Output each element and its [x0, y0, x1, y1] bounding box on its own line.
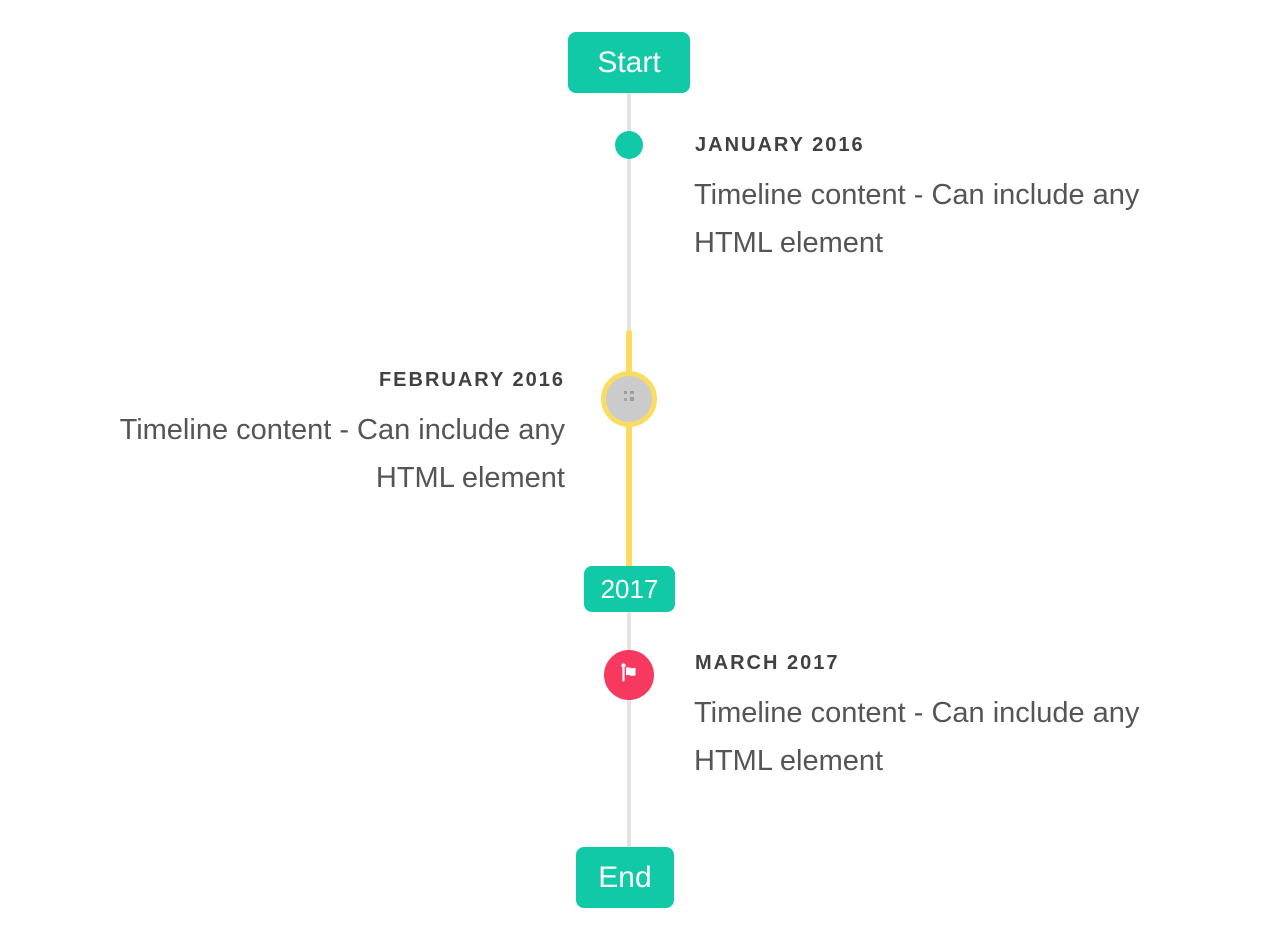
- event-title-january-2016: JANUARY 2016: [695, 134, 865, 156]
- year-badge: 2017: [584, 566, 675, 612]
- event-marker-image-circle: [601, 371, 657, 427]
- end-button[interactable]: End: [576, 847, 674, 908]
- event-content-january-2016: Timeline content - Can include any HTML …: [694, 179, 1140, 259]
- broken-image-icon: [621, 389, 638, 409]
- timeline-line-segment-bottom: [627, 612, 631, 848]
- event-marker-dot: [615, 131, 643, 159]
- start-button[interactable]: Start: [568, 32, 690, 93]
- event-marker-flag: [604, 650, 654, 700]
- timeline-line-segment-highlighted: [626, 330, 632, 568]
- event-content-february-2016: Timeline content - Can include any HTML …: [119, 414, 565, 494]
- event-content-march-2017: Timeline content - Can include any HTML …: [694, 697, 1140, 777]
- timeline-line-segment-top: [627, 93, 631, 332]
- event-title-march-2017: MARCH 2017: [695, 652, 840, 674]
- flag-icon: [616, 660, 642, 691]
- event-title-february-2016: FEBRUARY 2016: [378, 369, 565, 391]
